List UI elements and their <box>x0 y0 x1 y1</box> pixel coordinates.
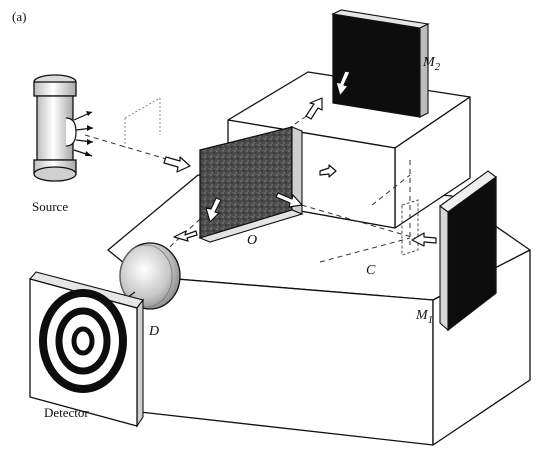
arrow-to-detector <box>173 230 198 242</box>
compensator-plate <box>401 199 419 256</box>
mirror-m2-label: M2 <box>422 55 441 73</box>
mirror-m2-letter: M <box>422 55 436 70</box>
detector-screen <box>29 271 144 428</box>
arrow-to-m1 <box>275 192 303 208</box>
beam-splitter <box>198 126 304 243</box>
interference-fringes <box>39 289 127 393</box>
source-label: Source <box>32 199 68 214</box>
panel-label: (a) <box>12 9 26 24</box>
focusing-lens <box>119 242 181 310</box>
arrow-phantom <box>319 164 337 178</box>
mirror-m1 <box>439 170 497 332</box>
beam-arrows <box>163 70 437 247</box>
arrow-input-beam <box>163 156 191 173</box>
mirror-m2-subscript: 2 <box>435 61 441 73</box>
arrow-to-m2 <box>305 97 323 120</box>
arrow-from-m2 <box>335 70 351 97</box>
arrow-from-m1 <box>411 232 437 247</box>
arrow-reflected-beam <box>205 197 222 223</box>
source-emission-rays <box>73 111 94 157</box>
mirror-m1-letter: M <box>415 308 429 323</box>
detector-label: Detector <box>44 405 89 420</box>
light-source <box>33 74 94 182</box>
mirror-m2 <box>331 9 430 118</box>
phantom-source-plane <box>124 97 161 150</box>
beam-splitter-label: O <box>247 233 257 248</box>
compensator-label: C <box>366 263 376 278</box>
mirror-m1-label: M1 <box>415 308 433 326</box>
mirror-m1-subscript: 1 <box>428 314 434 326</box>
lens-label: D <box>148 324 159 339</box>
